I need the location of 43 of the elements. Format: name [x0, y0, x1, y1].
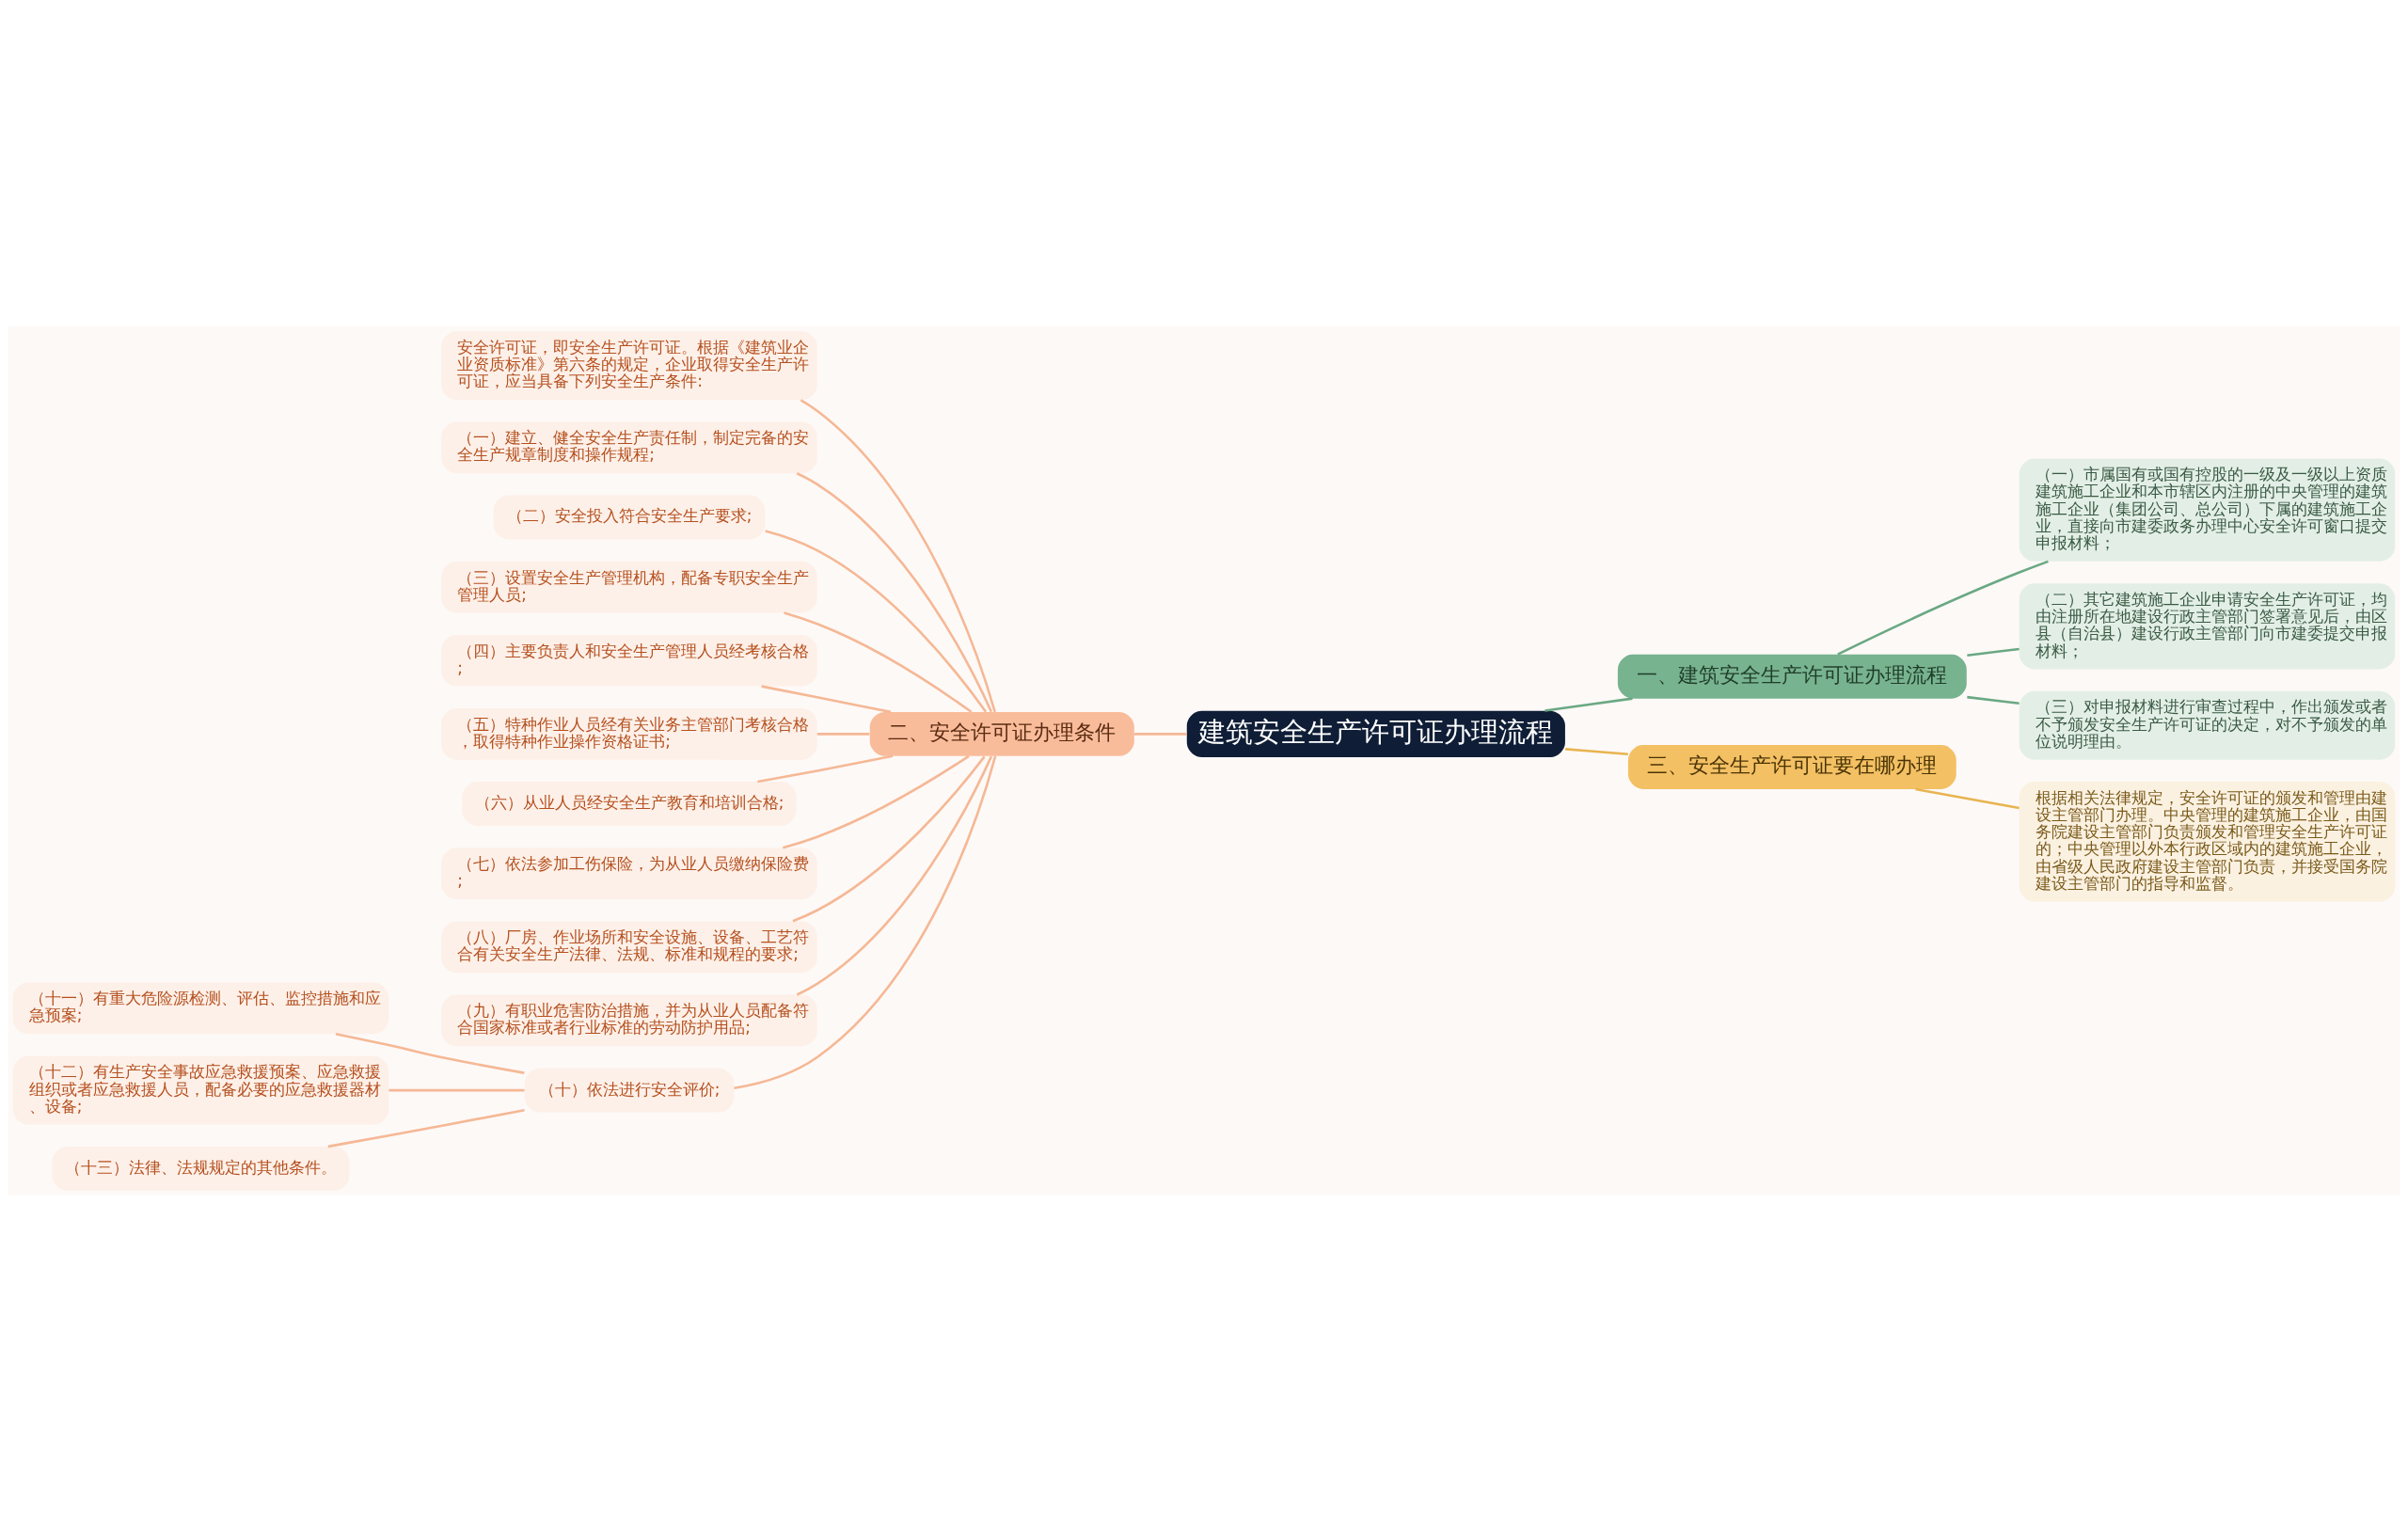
- node-box: 三、安全生产许可证要在哪办理: [1627, 744, 1956, 789]
- connector: [1915, 787, 2020, 809]
- connector: [816, 732, 870, 736]
- node-box: 二、安全许可证办理条件: [869, 711, 1134, 756]
- connector: [792, 755, 986, 922]
- connector: [335, 1032, 525, 1074]
- connector: [1967, 695, 2020, 705]
- node-box: （十）依法进行安全评价;: [524, 1068, 735, 1112]
- connector: [784, 610, 973, 713]
- node-box: （九）有职业危害防治措施，并为从业人员配备符合国家标准或者行业标准的劳动防护用品;: [441, 994, 817, 1046]
- node-box: （七）依法参加工伤保险，为从业人员缴纳保险费;: [441, 847, 817, 899]
- node-box: 根据相关法律规定，安全许可证的颁发和管理由建设主管部门办理。中央管理的建筑施工企业，由国务院建设主管部门负责颁发和管理安全生产许可证的；中央管理以外本行政区域内的建筑施工企业，由省级人民政府建设主管部门负责，并接受国务院建设主管部门的指导和监督。: [2019, 781, 2396, 902]
- node-box: 一、建筑安全生产许可证办理流程: [1617, 654, 1967, 699]
- connector: [796, 471, 993, 712]
- node-box: （二）安全投入符合安全生产要求;: [493, 495, 766, 539]
- node-box: （十二）有生产安全事故应急救援预案、应急救援组织或者应急救援人员，配备必要的应急救援器材、设备;: [12, 1055, 389, 1124]
- connector: [782, 754, 970, 849]
- node-box: （五）特种作业人员经有关业务主管部门考核合格，取得特种作业操作资格证书;: [441, 707, 817, 760]
- connector: [800, 398, 996, 712]
- node-box: （二）其它建筑施工企业申请安全生产许可证，均由注册所在地建设行政主管部门签署意见后，由区县（自治县）建设行政主管部门向市建委提交申报材料；: [2019, 582, 2396, 669]
- connector: [388, 1088, 525, 1091]
- connector: [757, 754, 894, 783]
- connector: [1565, 747, 1628, 755]
- node-box: （一）建立、健全安全生产责任制，制定完备的安全生产规章制度和操作规程;: [441, 421, 817, 473]
- node-box: （十一）有重大危险源检测、评估、监控措施和应急预案;: [12, 982, 389, 1034]
- node-box: （三）设置安全生产管理机构，配备专职安全生产管理人员;: [441, 561, 817, 613]
- node-box: （十三）法律、法规规定的其他条件。: [52, 1146, 350, 1191]
- node-box: 安全许可证，即安全生产许可证。根据《建筑业企业资质标准》第六条的规定，企业取得安全生产许可证，应当具备下列安全生产条件:: [441, 330, 817, 400]
- connector: [1133, 732, 1187, 736]
- node-box: （六）从业人员经安全生产教育和培训合格;: [462, 781, 797, 826]
- connector: [765, 529, 988, 713]
- connector: [1837, 560, 2049, 656]
- connector: [796, 755, 993, 996]
- connector: [327, 1108, 525, 1148]
- connector: [1545, 696, 1633, 712]
- connector: [734, 755, 997, 1089]
- connector: [1967, 647, 2020, 657]
- connector: [761, 684, 892, 713]
- node-box: （一）市属国有或国有控股的一级及一级以上资质建筑施工企业和本市辖区内注册的中央管理的建筑施工企业（集团公司、总公司）下属的建筑施工企业，直接向市建委政务办理中心安全许可窗口提交申报材料；: [2019, 458, 2396, 562]
- node-box: （三）对申报材料进行审查过程中，作出颁发或者不予颁发安全生产许可证的决定，对不予颁发的单位说明理由。: [2019, 690, 2396, 760]
- node-box: （八）厂房、作业场所和安全设施、设备、工艺符合有关安全生产法律、法规、标准和规程的要求;: [441, 921, 817, 973]
- node-box: 建筑安全生产许可证办理流程: [1186, 710, 1565, 757]
- node-box: （四）主要负责人和安全生产管理人员经考核合格;: [441, 634, 817, 687]
